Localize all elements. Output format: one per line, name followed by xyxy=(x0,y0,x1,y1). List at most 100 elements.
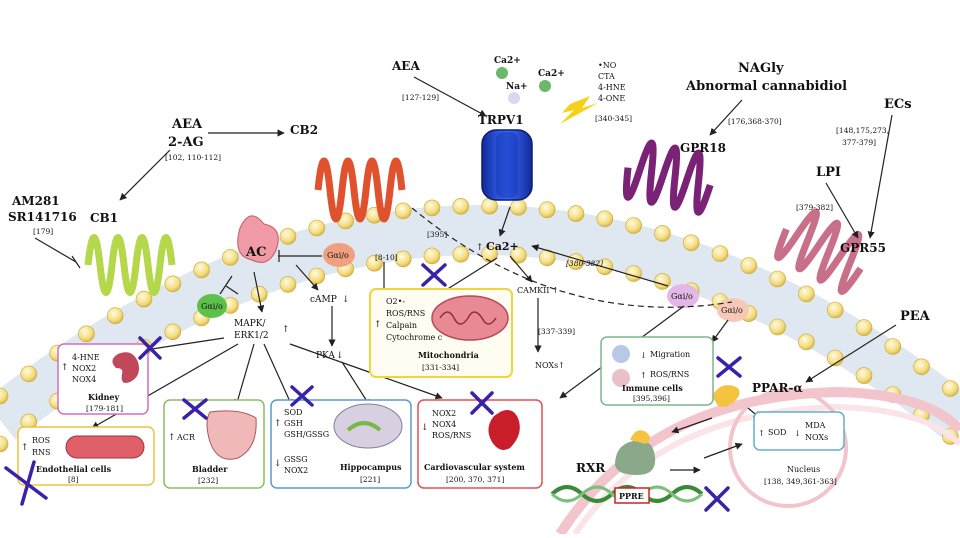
hippo-nox2: NOX2 xyxy=(284,466,308,475)
ac-label: AC xyxy=(245,245,266,260)
ref-8-10: [8-10] xyxy=(375,253,398,262)
calcium-ion-1 xyxy=(496,67,508,79)
ref-380: [380-382] xyxy=(566,259,603,268)
endothelial-ref: [8] xyxy=(68,475,79,484)
rxr-label: RXR xyxy=(576,461,606,475)
kidney-ref: [179-181] xyxy=(86,404,123,413)
immune-title: Immune cells xyxy=(622,383,683,393)
gpr18-label: GPR18 xyxy=(680,141,726,155)
pka-arrow: ↓ xyxy=(336,351,344,361)
bladder-icon xyxy=(206,410,257,460)
lipid-head xyxy=(394,250,412,268)
lipid-head xyxy=(625,217,642,234)
mapk-arrow: ↑ xyxy=(282,325,290,335)
camp-arrow: ↓ xyxy=(342,295,350,305)
hippo-gssg: GSSG xyxy=(284,455,308,464)
lipid-head xyxy=(164,323,182,341)
lipid-head xyxy=(423,247,441,265)
lpi-ref: [379-382] xyxy=(796,203,833,212)
cb2-receptor xyxy=(314,157,406,223)
lipid-head xyxy=(106,307,124,325)
kidney-icon xyxy=(112,352,139,383)
dna-helix xyxy=(550,485,704,503)
hippo-sod: SOD xyxy=(284,408,302,417)
nucleus-mda: MDA xyxy=(805,421,826,430)
rxr-ligand xyxy=(630,430,650,444)
ecs-ref-1: [148,175,273, xyxy=(836,126,889,135)
g-protein-cb1 xyxy=(197,294,227,318)
g-protein-gpr55 xyxy=(717,298,749,322)
noxs-arrow: ↑ xyxy=(558,361,565,370)
pea-label: PEA xyxy=(900,309,931,324)
lipid-head xyxy=(711,245,729,262)
cardio-nox4: NOX4 xyxy=(432,420,456,429)
hippo-up-arrow: ↑ xyxy=(274,419,282,429)
lipid-head xyxy=(78,325,95,343)
cb1-label: CB1 xyxy=(90,211,118,225)
aea-trpv1-label: AEA xyxy=(391,59,420,73)
lipid-head xyxy=(769,270,786,288)
nagly-label: NAGly xyxy=(738,61,784,76)
hippo-gsh: GSH xyxy=(284,419,303,428)
trpv1-label: TRPV1 xyxy=(478,113,524,127)
pka-label: PKA xyxy=(316,351,335,361)
mitochondrion-icon xyxy=(431,295,509,341)
am281-label: AM281 xyxy=(11,194,60,208)
endothelial-title: Endothelial cells xyxy=(36,464,112,474)
g-protein-gpr18-label: Gαi/o xyxy=(671,292,693,301)
hippo-down-arrow: ↓ xyxy=(274,459,282,469)
bladder-arrow: ↑ xyxy=(168,433,176,443)
mapk-label-1: MAPK/ xyxy=(234,319,266,329)
hippo-ref: [221] xyxy=(360,475,380,484)
lipid-head xyxy=(913,358,930,376)
gpr55-label: GPR55 xyxy=(840,241,886,255)
bladder-ref: [232] xyxy=(198,476,218,485)
g-protein-cb1-label: Gαi/o xyxy=(201,302,223,311)
mito-cytc: Cytochrome c xyxy=(386,333,443,342)
trp-activator-4hne: 4-HNE xyxy=(598,83,626,92)
cb2-label: CB2 xyxy=(290,123,318,137)
aea-trpv1-ref: [127-129] xyxy=(402,93,439,102)
nucleus-title: Nucleus xyxy=(787,465,820,474)
gpr18-receptor xyxy=(622,139,714,216)
endothelial-rns: RNS xyxy=(32,448,51,457)
lipid-head xyxy=(279,228,297,245)
hippo-gsh-gssg: GSH/GSSG xyxy=(284,430,329,439)
hippo-title: Hippocampus xyxy=(340,462,402,472)
cross-mark-mitochondria xyxy=(421,263,447,287)
lipid-head xyxy=(20,365,38,383)
lipid-head xyxy=(193,261,210,279)
ca-int-arrow: ↑ xyxy=(476,243,484,253)
calcium-ion-2 xyxy=(539,80,551,92)
lipid-head xyxy=(279,276,297,293)
noxs-label: NOXs xyxy=(535,361,558,370)
ppar-alpha-receptor xyxy=(712,385,740,408)
lightning-bolt-icon xyxy=(560,96,598,124)
g-protein-gpr55-label: Gαi/o xyxy=(721,306,743,315)
trp-activator-no: •NO xyxy=(598,61,617,70)
nagly-ref: [176,368-370] xyxy=(728,117,782,126)
brain-icon xyxy=(333,403,403,449)
lipid-head xyxy=(654,273,671,290)
nucleus-ref: [138, 349,361-363] xyxy=(764,477,837,486)
lipid-head xyxy=(423,199,441,217)
lipid-head xyxy=(135,290,153,308)
mapk-label-2: ERK1/2 xyxy=(234,331,269,341)
kidney-arrow: ↑ xyxy=(61,363,69,373)
lipid-head xyxy=(826,301,844,319)
nucleus-down-arrow: ↓ xyxy=(794,429,801,438)
ppar-alpha-label: PPAR-α xyxy=(752,381,803,395)
aea-2ag-ref: [102, 110-112] xyxy=(165,153,221,162)
bladder-acr: ACR xyxy=(176,433,196,442)
cross-mark-kidney xyxy=(138,336,162,360)
trp-activator-4one: 4-ONE xyxy=(598,94,625,103)
am281-ref: [179] xyxy=(33,227,53,236)
lipid-head xyxy=(567,205,585,222)
lipid-head xyxy=(538,249,556,267)
cross-mark-ppre xyxy=(704,486,730,512)
blood-vessel-icon xyxy=(65,435,145,459)
lipid-head xyxy=(452,246,470,263)
g-protein-cb2 xyxy=(323,243,355,267)
